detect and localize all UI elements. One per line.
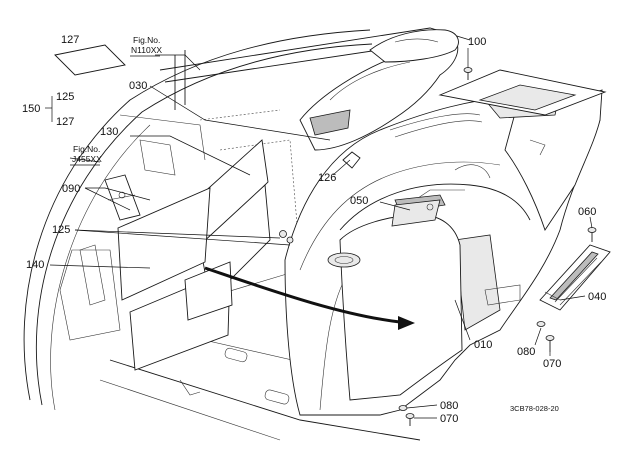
callout-126: 126 — [318, 172, 336, 184]
callout-labels: 127 150 125 127 Fig.No. N110XX Fig.No. J… — [22, 34, 606, 425]
fig-ref-label: Fig.No. — [133, 35, 160, 45]
step-plate-040 — [539, 244, 611, 311]
insulation-panel-140 — [117, 187, 233, 371]
assembly-direction-arrow — [204, 266, 415, 330]
cover-050 — [391, 199, 441, 227]
fig-ref-j455xx: J455XX — [72, 154, 102, 164]
callout-050: 050 — [350, 195, 368, 207]
fasteners-125 — [279, 230, 294, 244]
washer-bolt-080-070-right — [536, 321, 555, 352]
top-cover-030 — [299, 29, 483, 151]
callout-060: 060 — [578, 206, 596, 218]
callout-070-right: 070 — [543, 358, 561, 370]
callout-150: 150 — [22, 103, 40, 115]
bolt-100 — [463, 67, 473, 80]
bracket-090 — [104, 174, 141, 221]
clip-126 — [342, 151, 361, 169]
fig-ref-n110xx: N110XX — [131, 45, 162, 55]
callout-127: 127 — [61, 34, 79, 46]
callout-070-bottom: 070 — [440, 413, 458, 425]
callout-127-group: 127 — [56, 116, 74, 128]
callout-100: 100 — [468, 36, 486, 48]
callout-040: 040 — [588, 291, 606, 303]
bolt-060 — [587, 227, 597, 242]
callout-130: 130 — [100, 126, 118, 138]
callout-125: 125 — [52, 224, 70, 236]
top-right-cover — [438, 69, 607, 116]
callout-080-right: 080 — [517, 346, 535, 358]
washer-bolt-080-070-bottom — [398, 405, 415, 426]
leader-lines — [49, 48, 593, 419]
callout-010: 010 — [474, 339, 492, 351]
callout-080-bottom: 080 — [440, 400, 458, 412]
drawing-code: 3CB78-028-20 — [510, 404, 559, 413]
fig-ref-label-2: Fig.No. — [73, 144, 100, 154]
panel-127 — [54, 44, 126, 76]
callout-125-group: 125 — [56, 91, 74, 103]
callout-090: 090 — [62, 183, 80, 195]
callout-140: 140 — [26, 259, 44, 271]
callout-030: 030 — [129, 80, 147, 92]
